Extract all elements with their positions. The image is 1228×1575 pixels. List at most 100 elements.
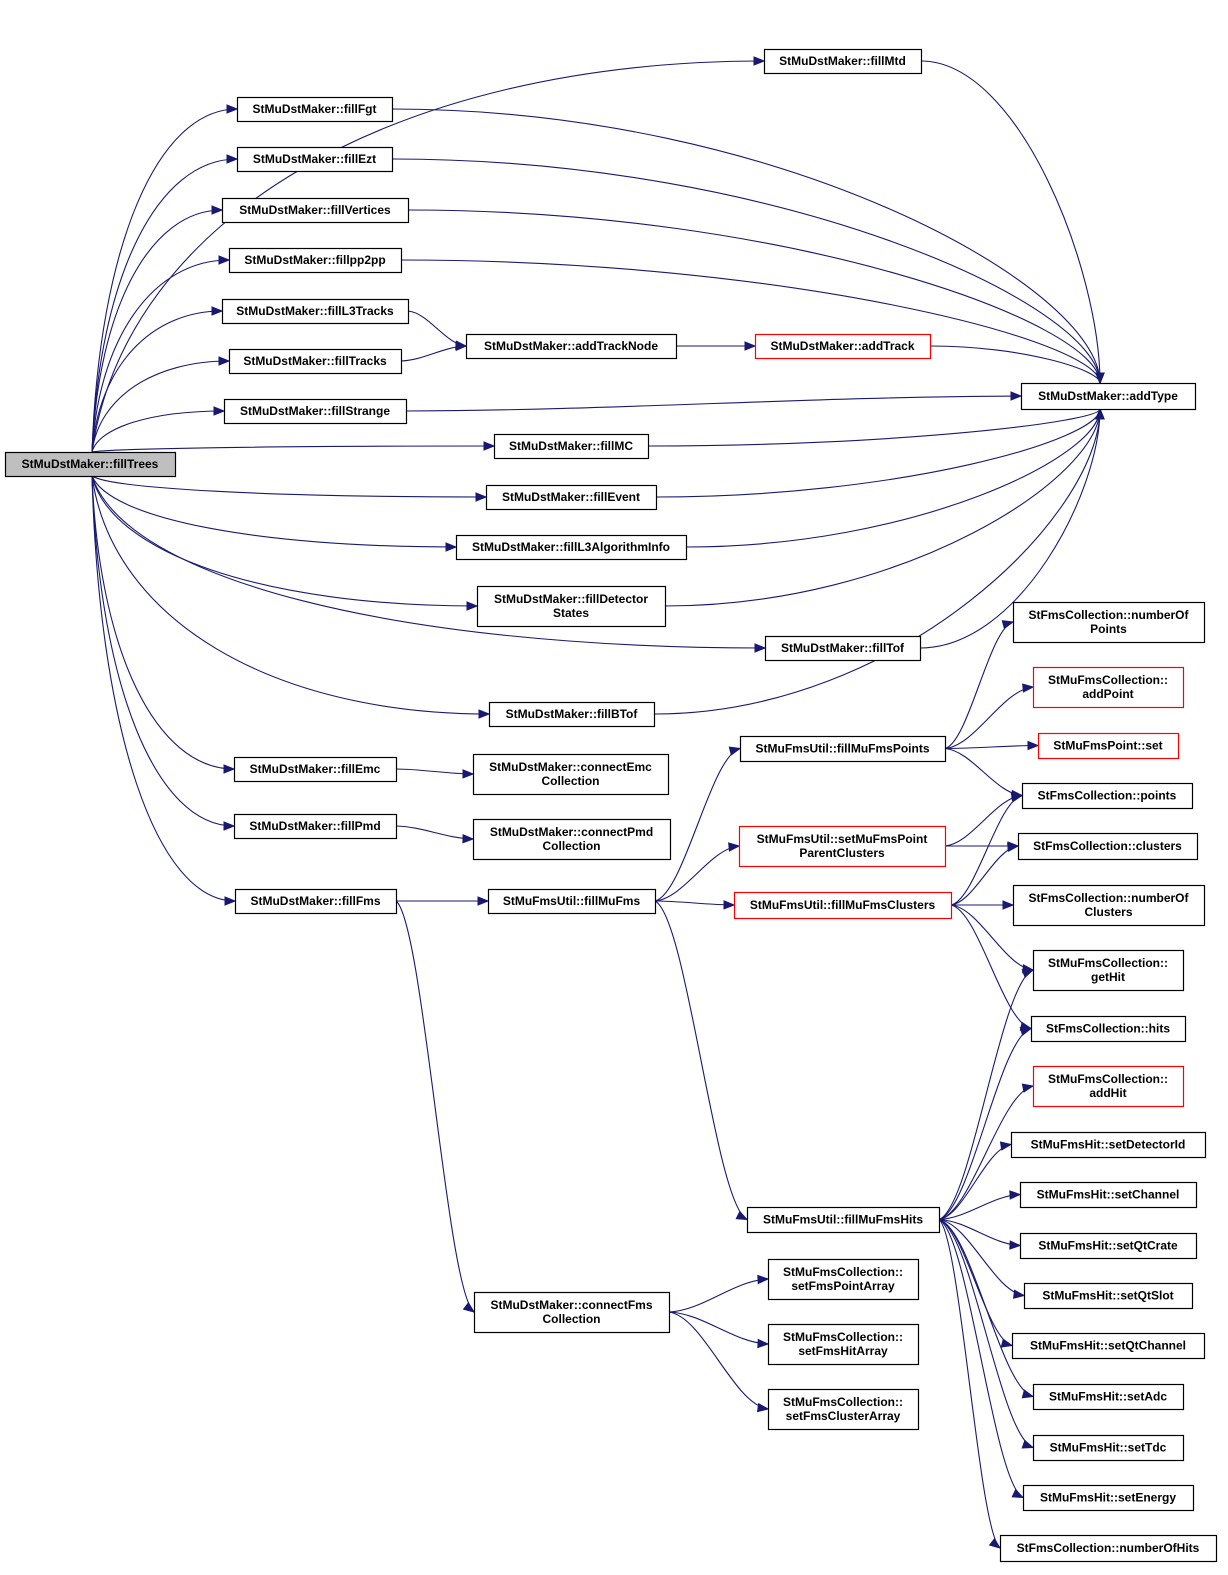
node-box xyxy=(767,1258,920,1301)
node-fill-vertices[interactable]: StMuDstMaker::fillVertices xyxy=(221,197,410,224)
edge-fill-fgt-to-add-type xyxy=(391,108,1101,384)
node-set-fms-point-array[interactable]: StMuFmsCollection::setFmsPointArray xyxy=(767,1258,920,1301)
node-set-energy[interactable]: StMuFmsHit::setEnergy xyxy=(1022,1484,1195,1512)
edge-fill-mc-to-add-type xyxy=(647,408,1101,447)
arrowhead xyxy=(223,764,236,774)
edge-fill-l3-tracks-to-add-track-node xyxy=(407,310,467,347)
node-fill-mu-fms-points[interactable]: StMuFmsUtil::fillMuFmsPoints xyxy=(739,735,947,763)
node-get-hit[interactable]: StMuFmsCollection::getHit xyxy=(1032,949,1185,992)
node-label: StMuFmsCollection:: xyxy=(1048,956,1168,970)
node-box xyxy=(1023,1282,1194,1310)
node-label: StMuDstMaker::fillDetector xyxy=(494,592,648,606)
arrowhead xyxy=(218,356,231,366)
edge-add-track-to-add-type xyxy=(929,345,1101,384)
edge-fill-trees-to-fill-pmd xyxy=(91,475,235,827)
node-fill-fms[interactable]: StMuDstMaker::fillFms xyxy=(234,888,398,915)
node-add-hit[interactable]: StMuFmsCollection::addHit xyxy=(1032,1065,1185,1108)
arrowhead xyxy=(1006,842,1020,853)
node-add-point[interactable]: StMuFmsCollection::addPoint xyxy=(1032,666,1185,709)
node-fill-mu-fms[interactable]: StMuFmsUtil::fillMuFms xyxy=(487,888,657,915)
node-fill-fgt[interactable]: StMuDstMaker::fillFgt xyxy=(236,96,394,123)
node-set-channel[interactable]: StMuFmsHit::setChannel xyxy=(1019,1181,1198,1209)
node-box xyxy=(465,333,678,360)
node-box xyxy=(485,484,658,511)
node-add-track-node[interactable]: StMuDstMaker::addTrackNode xyxy=(465,333,678,360)
node-label: StMuDstMaker::fillL3Tracks xyxy=(236,304,394,318)
node-set-qt-slot[interactable]: StMuFmsHit::setQtSlot xyxy=(1023,1282,1194,1310)
arrowhead xyxy=(988,1537,1002,1549)
edge-fill-btof-to-add-type xyxy=(653,408,1101,715)
node-fill-l3-algorithm-info[interactable]: StMuDstMaker::fillL3AlgorithmInfo xyxy=(455,534,688,561)
node-set-qt-crate[interactable]: StMuFmsHit::setQtCrate xyxy=(1019,1232,1198,1260)
node-fill-tracks[interactable]: StMuDstMaker::fillTracks xyxy=(228,348,403,375)
node-fillpp2pp[interactable]: StMuDstMaker::fillpp2pp xyxy=(228,247,403,274)
node-box xyxy=(223,398,408,425)
node-fill-strange[interactable]: StMuDstMaker::fillStrange xyxy=(223,398,408,425)
node-label: StMuDstMaker::addType xyxy=(1038,389,1178,403)
edge-fill-trees-to-fill-vertices xyxy=(91,209,223,453)
node-point-set[interactable]: StMuFmsPoint::set xyxy=(1037,732,1180,760)
edge-fill-mu-fms-clusters-to-hits xyxy=(950,904,1032,1030)
node-fill-trees[interactable]: StMuDstMaker::fillTrees xyxy=(4,451,177,478)
arrowhead xyxy=(483,441,496,451)
node-number-of-hits[interactable]: StFmsCollection::numberOfHits xyxy=(999,1534,1218,1563)
edge-fill-ezt-to-add-type xyxy=(391,158,1101,384)
node-fill-ezt[interactable]: StMuDstMaker::fillEzt xyxy=(236,146,394,173)
edge-connect-fms-to-set-fms-cluster-array xyxy=(668,1311,769,1410)
node-hits[interactable]: StFmsCollection::hits xyxy=(1030,1015,1187,1043)
node-set-tdc[interactable]: StMuFmsHit::setTdc xyxy=(1032,1434,1185,1462)
node-fill-btof[interactable]: StMuDstMaker::fillBTof xyxy=(488,701,656,728)
node-fill-tof[interactable]: StMuDstMaker::fillTof xyxy=(764,635,922,662)
node-clusters[interactable]: StFmsCollection::clusters xyxy=(1017,832,1199,861)
node-label: States xyxy=(553,606,589,620)
node-box xyxy=(488,701,656,728)
node-set-qt-channel[interactable]: StMuFmsHit::setQtChannel xyxy=(1011,1332,1206,1360)
edge-fill-emc-to-connect-emc xyxy=(395,768,474,775)
arrowhead xyxy=(1021,1389,1035,1399)
arrowhead xyxy=(475,492,488,502)
node-box xyxy=(1032,666,1185,709)
node-box xyxy=(1020,382,1197,411)
node-fill-emc[interactable]: StMuDstMaker::fillEmc xyxy=(233,756,398,783)
node-box xyxy=(1022,1484,1195,1512)
arrowhead xyxy=(754,643,767,653)
node-label: StMuFmsUtil::setMuFmsPoint xyxy=(757,832,928,846)
node-label: StMuFmsHit::setQtSlot xyxy=(1042,1289,1173,1303)
node-fill-mc[interactable]: StMuDstMaker::fillMC xyxy=(493,433,650,460)
node-label: addHit xyxy=(1089,1086,1126,1100)
arrowhead xyxy=(218,255,231,265)
arrowhead xyxy=(1021,969,1035,979)
node-points[interactable]: StFmsCollection::points xyxy=(1021,782,1194,810)
node-label: StMuDstMaker::fillEzt xyxy=(253,152,376,166)
node-box xyxy=(767,1388,920,1431)
arrowhead xyxy=(723,900,736,910)
node-fill-pmd[interactable]: StMuDstMaker::fillPmd xyxy=(233,813,398,840)
node-set-detector-id[interactable]: StMuFmsHit::setDetectorId xyxy=(1010,1131,1207,1159)
arrowhead xyxy=(999,1141,1013,1151)
node-add-track[interactable]: StMuDstMaker::addTrack xyxy=(754,333,932,360)
node-set-fms-cluster-array[interactable]: StMuFmsCollection::setFmsClusterArray xyxy=(767,1388,920,1431)
edge-fill-trees-to-fill-tracks xyxy=(91,360,230,453)
node-label: StMuFmsHit::setChannel xyxy=(1037,1188,1180,1202)
node-label: ParentClusters xyxy=(799,846,885,860)
node-label: StFmsCollection::clusters xyxy=(1033,839,1182,853)
node-set-adc[interactable]: StMuFmsHit::setAdc xyxy=(1032,1383,1185,1411)
node-fill-mu-fms-hits[interactable]: StMuFmsUtil::fillMuFmsHits xyxy=(746,1206,941,1234)
node-set-fms-hit-array[interactable]: StMuFmsCollection::setFmsHitArray xyxy=(767,1323,920,1366)
node-fill-l3-tracks[interactable]: StMuDstMaker::fillL3Tracks xyxy=(221,298,410,325)
node-add-type[interactable]: StMuDstMaker::addType xyxy=(1020,382,1197,411)
arrowhead xyxy=(753,56,766,66)
node-label: StMuFmsUtil::fillMuFmsClusters xyxy=(750,898,936,912)
node-fill-mu-fms-clusters[interactable]: StMuFmsUtil::fillMuFmsClusters xyxy=(733,891,953,920)
node-fill-event[interactable]: StMuDstMaker::fillEvent xyxy=(485,484,658,511)
node-fill-mtd[interactable]: StMuDstMaker::fillMtd xyxy=(763,48,923,75)
node-box xyxy=(493,433,650,460)
